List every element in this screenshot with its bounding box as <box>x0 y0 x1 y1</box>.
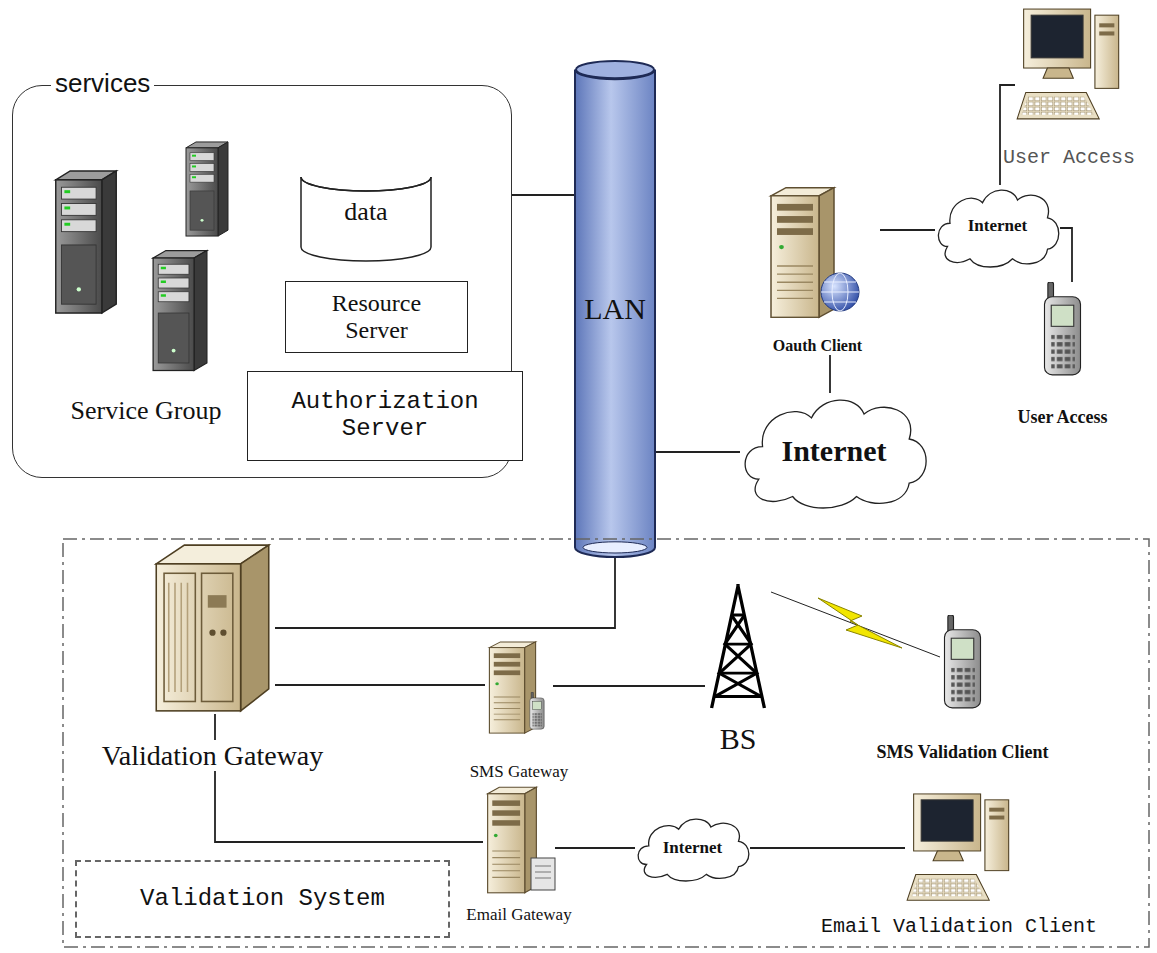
network-link <box>275 557 615 628</box>
network-link <box>553 685 705 687</box>
network-link <box>275 684 485 686</box>
node-label: BS <box>720 722 757 756</box>
pc-icon: User Access <box>1015 5 1123 127</box>
validation-system-region: Validation GatewaySMS GatewayBSSMS Valid… <box>62 538 1150 948</box>
email-gateway-server: Email Gateway <box>483 785 555 897</box>
node-label: SMS Gateway <box>470 762 569 781</box>
node-label: Email Gateway <box>466 905 571 924</box>
node-label: Resource Server <box>312 290 442 344</box>
internet-cloud: Internet <box>635 815 750 881</box>
network-link <box>215 714 483 842</box>
node-label: SMS Validation Client <box>876 742 1048 762</box>
node-label: Internet <box>968 216 1027 235</box>
network-link <box>1060 228 1072 282</box>
node-label: Internet <box>663 838 722 857</box>
internet-cloud: Internet <box>935 185 1060 267</box>
data-store: data <box>301 163 431 261</box>
sms-gateway-server: SMS Gateway <box>485 640 553 736</box>
network-link <box>750 847 905 849</box>
lan-bus: LAN <box>575 60 655 557</box>
node-label: Authorization Server <box>248 389 522 443</box>
phone-icon: SMS Validation Client <box>940 615 985 710</box>
network-link <box>655 451 740 453</box>
phone-icon: User Access <box>1040 282 1085 377</box>
region-title: services <box>51 69 154 98</box>
network-link <box>771 592 940 657</box>
server-group-icon: Service Group <box>46 139 246 374</box>
base-station-tower: BS <box>705 578 771 710</box>
network-link <box>1000 85 1015 185</box>
node-label: User Access <box>1017 407 1107 427</box>
wireless-bolt <box>818 598 902 648</box>
pc-icon: Email Validation Client <box>905 790 1013 908</box>
node-label: Validation Gateway <box>99 740 327 771</box>
node-label: LAN <box>584 292 646 326</box>
authorization-server-box: Authorization Server <box>247 371 523 461</box>
internet-cloud: Internet <box>740 393 928 508</box>
services-region: dataResource ServerAuthorization ServerS… <box>12 85 512 478</box>
node-label: Internet <box>782 434 887 468</box>
network-link <box>555 847 635 849</box>
node-label: Oauth Client <box>773 337 862 355</box>
oauth-client-server: Oauth Client <box>755 183 880 355</box>
network-link <box>880 229 935 231</box>
node-label: User Access <box>1003 147 1135 169</box>
network-link <box>829 355 831 393</box>
node-label: data <box>344 197 387 226</box>
gateway-server: Validation Gateway <box>150 542 275 714</box>
resource-server-box: Resource Server <box>285 281 468 353</box>
network-link <box>512 194 575 196</box>
node-label: Email Validation Client <box>821 916 1097 938</box>
node-label: Service Group <box>71 396 222 425</box>
region-title: Validation System <box>75 860 450 938</box>
